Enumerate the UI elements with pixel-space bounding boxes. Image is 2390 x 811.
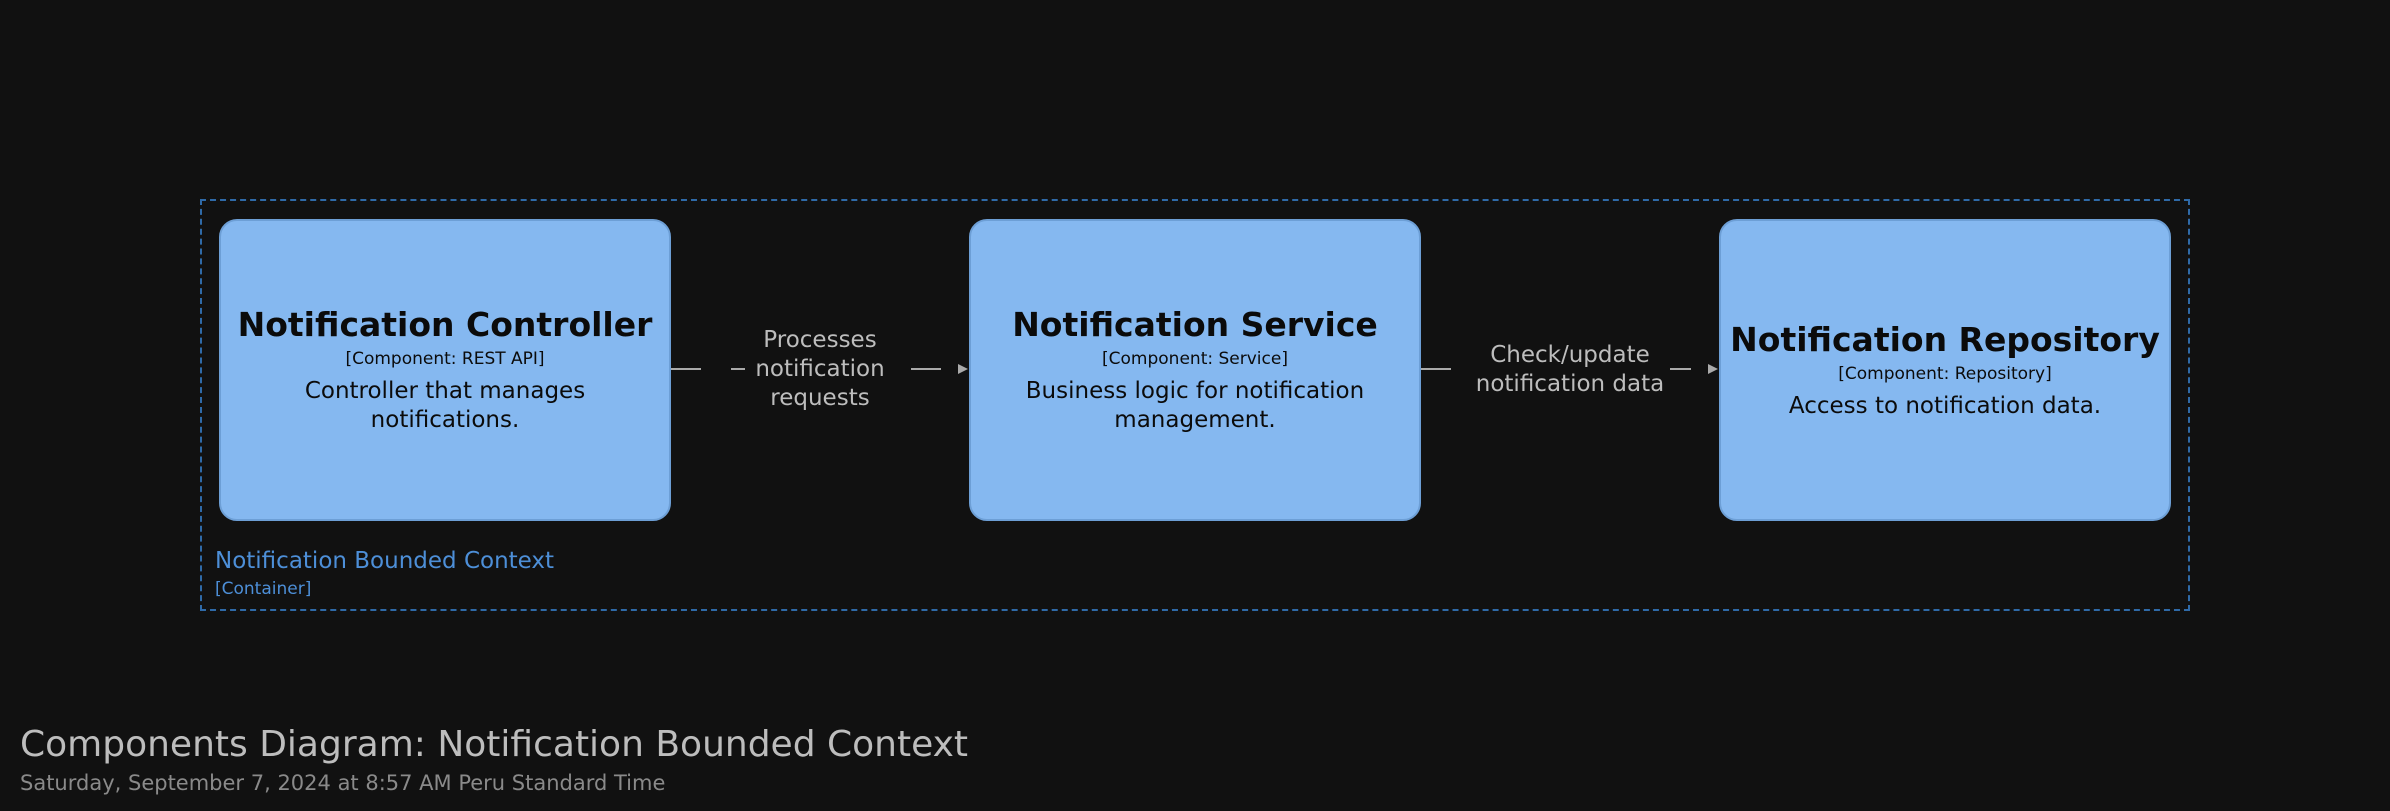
- component-type: [Component: REST API]: [345, 349, 545, 369]
- component-name: Notification Controller: [237, 305, 653, 344]
- diagram-timestamp: Saturday, September 7, 2024 at 8:57 AM P…: [20, 771, 666, 795]
- component-name: Notification Repository: [1730, 319, 2160, 359]
- component-name: Notification Service: [1012, 305, 1378, 344]
- component-notification-repository[interactable]: Notification Repository [Component: Repo…: [1719, 219, 2171, 521]
- component-type: [Component: Repository]: [1838, 363, 2052, 384]
- boundary-type: [Container]: [215, 579, 312, 599]
- boundary-name: Notification Bounded Context: [215, 548, 555, 574]
- component-description: Access to notification data.: [1788, 392, 2102, 419]
- container-boundary: [200, 199, 2190, 611]
- component-description: Controller that manages notifications.: [304, 378, 586, 433]
- relationship-label-check-update: Check/update notification data: [1470, 341, 1670, 399]
- component-notification-service[interactable]: Notification Service [Component: Service…: [969, 219, 1421, 521]
- component-description: Business logic for notification manageme…: [1025, 378, 1365, 433]
- component-type: [Component: Service]: [1102, 349, 1288, 369]
- relationship-label-processes: Processes notification requests: [745, 326, 895, 413]
- diagram-title: Components Diagram: Notification Bounded…: [20, 724, 969, 765]
- component-notification-controller[interactable]: Notification Controller [Component: REST…: [219, 219, 671, 521]
